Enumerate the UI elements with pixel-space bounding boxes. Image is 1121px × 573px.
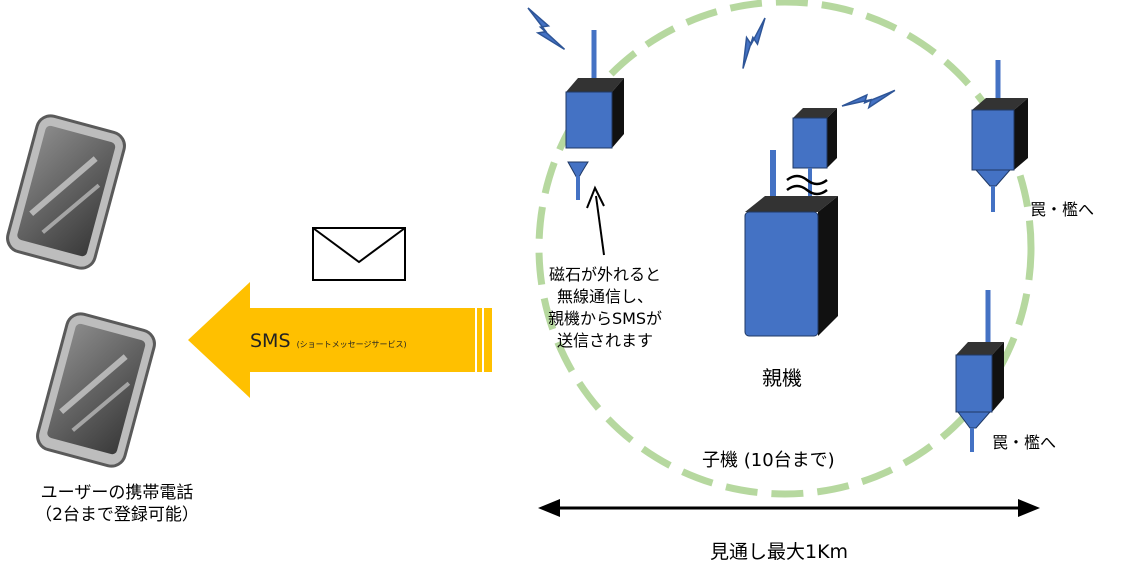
child-unit — [955, 290, 1004, 452]
note-line: 無線通信し、 — [556, 287, 653, 306]
child-unit — [971, 60, 1028, 212]
sms-label: SMS (ショートメッセージサービス) — [250, 330, 407, 352]
pointer-arrow — [586, 185, 605, 256]
user-phone-top — [4, 113, 127, 272]
lightning-icon — [841, 70, 896, 126]
range-circle — [535, 0, 1035, 498]
user-phones-caption: ユーザーの携帯電話 （2台まで登録可能） — [12, 482, 222, 526]
base-unit-label: 親機 — [762, 366, 802, 390]
sms-note: (ショートメッセージサービス) — [296, 340, 407, 349]
child-units-label: 子機 (10台まで) — [702, 450, 835, 471]
range-arrow — [538, 499, 1040, 517]
trap-label: 罠・檻へ — [992, 433, 1057, 452]
base-unit — [744, 150, 838, 337]
note-line: 送信されます — [556, 331, 653, 350]
sms-text: SMS — [250, 330, 291, 352]
envelope-icon — [312, 227, 406, 281]
user-phone-bottom — [34, 311, 157, 470]
caption-line: （2台まで登録可能） — [35, 505, 199, 525]
sms-arrow — [188, 282, 492, 398]
wave-icon — [786, 174, 828, 196]
note-line: 親機からSMSが — [547, 309, 663, 328]
detach-note: 磁石が外れると 無線通信し、 親機からSMSが 送信されます — [520, 264, 690, 352]
lightning-icon — [523, 7, 569, 51]
trap-label: 罠・檻へ — [1030, 200, 1095, 219]
lightning-icon — [728, 17, 780, 70]
range-label: 見通し最大1Km — [710, 541, 849, 563]
caption-line: ユーザーの携帯電話 — [40, 483, 194, 503]
note-line: 磁石が外れると — [548, 265, 661, 284]
child-unit — [565, 30, 624, 200]
